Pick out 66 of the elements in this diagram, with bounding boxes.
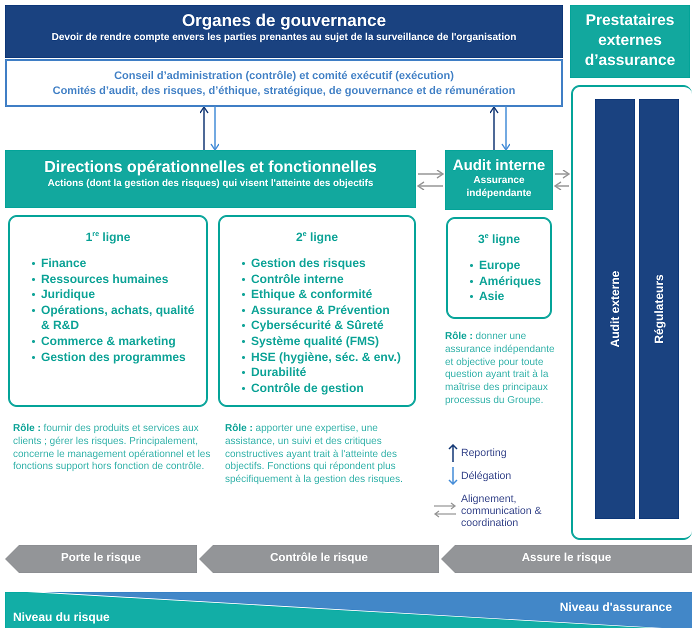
legend-label: Délégation — [461, 470, 512, 482]
band-label: Contrôle le risque — [269, 552, 369, 564]
rounded-box — [218, 215, 416, 407]
list-item: Système qualité (FMS) — [242, 334, 414, 350]
box-text: Comités d’audit, des risques, d’éthique, stratégique, de gouvernance et de rémunération — [52, 84, 516, 99]
box-title: Directions opérationnelles et fonctionnelles — [43, 158, 378, 177]
vertical-bar — [595, 99, 635, 519]
arrow — [554, 181, 569, 191]
bar-label: Audit externe — [608, 270, 622, 348]
band-label: Niveau du risque — [13, 610, 110, 624]
arrow — [210, 107, 220, 151]
list-item: Opérations, achats, qualité & R&D — [32, 302, 206, 334]
list-item: Gestion des risques — [242, 256, 414, 272]
box-heading: 1$^{re}$ ligne — [84, 229, 132, 244]
rounded-box — [8, 215, 208, 407]
box-heading: 2$^{e}$ ligne — [294, 229, 340, 244]
list-item: Amériques — [470, 274, 550, 290]
list-item: Finance — [32, 256, 206, 272]
legend-label: Alignement, communication & coordination — [461, 493, 543, 529]
list-item: Contrôle de gestion — [242, 380, 414, 396]
list-item: Assurance & Prévention — [242, 302, 414, 318]
band-label: Porte le risque — [60, 552, 142, 564]
process-box — [445, 150, 553, 210]
board-box — [5, 59, 563, 107]
role-note: Rôle : apporter une expertise, une assistance, un suivi et des critiques constructives ayant trait à l'atteinte des objectifs. Fonctions qui répondent plus spécifiquement à la gestion des risques. — [225, 423, 404, 487]
box-subtitle: Actions (dont la gestion des risques) qui visent l'atteinte des objectifs — [46, 177, 374, 190]
arrow — [199, 106, 209, 150]
list-item: Juridique — [32, 287, 206, 303]
list-item: Asie — [470, 289, 550, 305]
list-item: Contrôle interne — [242, 272, 414, 288]
band-title: Prestataires externes d’assurance — [584, 11, 676, 71]
frame-box — [571, 85, 692, 540]
legend-label: Reporting — [461, 447, 508, 459]
band-label: Assure le risque — [520, 552, 612, 564]
arrow — [418, 169, 444, 179]
list-item: Commerce & marketing — [32, 334, 206, 350]
process-box — [5, 150, 416, 208]
header-band — [570, 5, 690, 78]
list-item: Ressources humaines — [32, 272, 206, 288]
header-band — [5, 5, 563, 58]
arrow — [501, 107, 511, 151]
band-title: Organes de gouvernance — [180, 11, 388, 31]
band-subtitle: Devoir de rendre compte envers les parties prenantes au sujet de la surveillance de l'organisation — [50, 31, 518, 45]
arrow — [555, 169, 570, 179]
list-item: Cybersécurité & Sûreté — [242, 318, 414, 334]
arrow — [417, 181, 443, 191]
list-item: Europe — [470, 258, 550, 274]
box-text: Conseil d’administration (contrôle) et comité exécutif (exécution) — [113, 69, 455, 84]
rounded-box — [446, 217, 552, 319]
level-band — [5, 592, 692, 628]
list-item: Ethique & conformité — [242, 287, 414, 303]
list-item: Gestion des programmes — [32, 350, 206, 366]
box-title: Audit interne — [452, 157, 546, 174]
arrow — [489, 106, 499, 150]
band-label: Niveau d'assurance — [560, 600, 672, 614]
vertical-bar — [639, 99, 679, 519]
role-note: Rôle : fournir des produits et services aux clients ; gérer les risques. Principalement, concerne le management opérationnel et les fonctions support hors fonction de contrôle. — [13, 423, 212, 474]
chevron-banner — [199, 545, 439, 573]
chevron-banner — [5, 545, 197, 573]
bar-label: Régulateurs — [652, 274, 666, 344]
box-heading: 3$^{e}$ ligne — [476, 231, 522, 246]
role-note: Rôle : donner une assurance indépendante et objective pour toute question ayant trait à la maîtrise des principaux processus du Groupe. — [445, 331, 556, 408]
chevron-banner — [441, 545, 692, 573]
list-item: HSE (hygiène, séc. & env.) — [242, 350, 414, 366]
list-item: Durabilité — [242, 365, 414, 381]
box-subtitle: Assurance indépendante — [465, 174, 532, 200]
